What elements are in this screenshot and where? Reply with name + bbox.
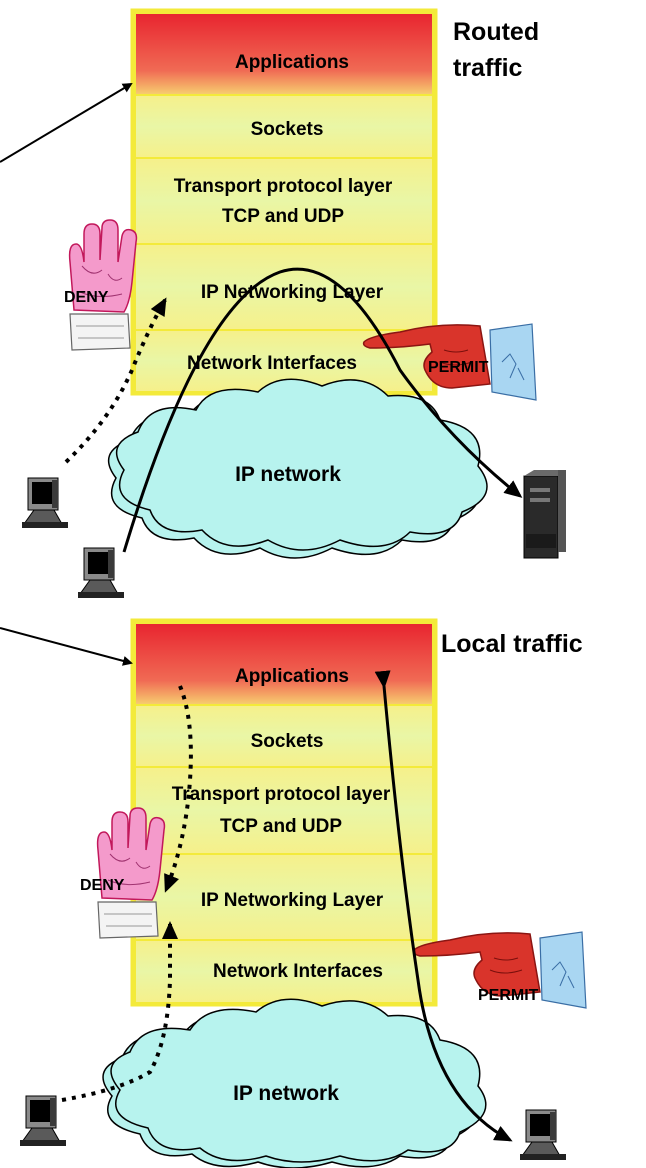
- routed-layer-ip: [134, 243, 434, 331]
- routed-label-ip: IP Networking Layer: [201, 282, 384, 303]
- routed-label-transport-1: Transport protocol layer: [174, 176, 393, 197]
- local-label-transport-2: TCP and UDP: [220, 816, 342, 837]
- routed-label-transport-2: TCP and UDP: [222, 206, 344, 227]
- routed-network-label: IP network: [235, 463, 341, 486]
- local-network-label: IP network: [233, 1082, 339, 1105]
- local-server-computer-icon: [519, 1109, 567, 1161]
- routed-heading-1: Routed: [453, 18, 539, 46]
- routed-denied-path-arrow: [64, 297, 167, 464]
- routed-section: Applications Sockets Transport protocol …: [0, 8, 566, 599]
- local-heading: Local traffic: [441, 630, 583, 658]
- local-client-computer-icon: [19, 1095, 67, 1147]
- local-deny-label: DENY: [80, 877, 125, 894]
- routed-layer-sockets: [134, 94, 434, 159]
- routed-label-applications: Applications: [235, 52, 349, 73]
- routed-pointer-arrow: [0, 82, 133, 163]
- local-label-ip: IP Networking Layer: [201, 890, 384, 911]
- local-permitted-path-arrow: [374, 670, 513, 1142]
- routed-label-interfaces: Network Interfaces: [187, 353, 357, 374]
- routed-server-icon: [523, 470, 566, 559]
- local-label-sockets: Sockets: [251, 731, 324, 752]
- local-deny-hand-icon: [96, 807, 166, 939]
- local-pointer-arrow: [0, 627, 133, 666]
- local-section: Applications Sockets Transport protocol …: [0, 618, 587, 1168]
- routed-deny-label: DENY: [64, 289, 109, 306]
- routed-client-computer-icon: [21, 477, 69, 529]
- routed-label-sockets: Sockets: [251, 119, 324, 140]
- routed-ip-network-cloud: [107, 378, 488, 559]
- local-permit-label: PERMIT: [478, 987, 539, 1004]
- local-label-transport-1: Transport protocol layer: [172, 784, 391, 805]
- local-layer-transport: [134, 766, 434, 855]
- routed-layer-transport: [134, 157, 434, 245]
- routed-deny-hand-icon: [68, 219, 138, 351]
- routed-permit-label: PERMIT: [428, 359, 489, 376]
- local-layer-applications: [134, 622, 434, 706]
- routed-heading-2: traffic: [453, 54, 523, 82]
- local-label-applications: Applications: [235, 666, 349, 687]
- local-label-interfaces: Network Interfaces: [213, 961, 383, 982]
- routed-permitted-path-arrow: [122, 267, 523, 553]
- routed-sender-computer-icon: [77, 547, 125, 599]
